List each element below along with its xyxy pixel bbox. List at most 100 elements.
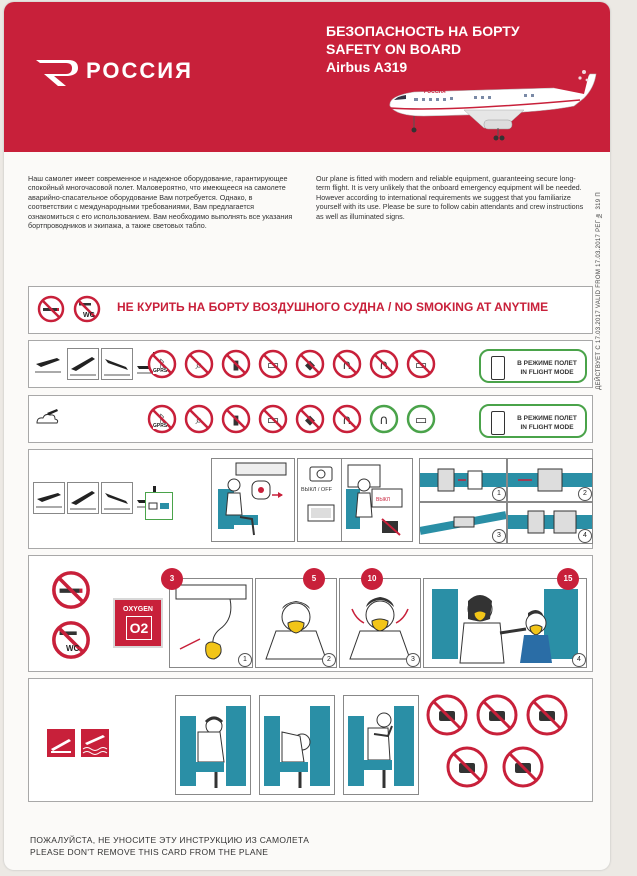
validity-note: ДЕЙСТВУЕТ С 17.03.2017 VALID FROM 17.03.…: [596, 192, 602, 390]
no-razor-icon: [445, 745, 489, 789]
flight-mode-ru: В РЕЖИМЕ ПОЛЕТ: [517, 360, 577, 367]
flight-mode-ru: В РЕЖИМЕ ПОЛЕТ: [517, 415, 577, 422]
phase-cruise-icon: [33, 403, 63, 433]
flight-mode-badge-cruise: В РЕЖИМЕ ПОЛЕТ IN FLIGHT MODE: [479, 404, 587, 438]
timer-badge: 15: [557, 568, 579, 590]
no-rc-toy-icon: ◆: [295, 349, 325, 379]
seatbelt-step-2: 2: [507, 458, 593, 502]
footer-en: PLEASE DON'T REMOVE THIS CARD FROM THE P…: [30, 847, 269, 857]
brace-position-1: [175, 695, 251, 795]
electronics-off-box: ВЫКЛ / OFF: [297, 458, 345, 542]
oxygen-label: OXYGEN: [123, 606, 153, 613]
no-smoking-icon: [37, 295, 65, 323]
allowed-laptop-icon: ▭: [406, 404, 436, 434]
no-smoking-icon: [52, 571, 90, 609]
no-bluetooth-gprs-icon: ᛒ GPRS: [147, 404, 177, 434]
seated-passenger-window: [211, 458, 295, 542]
seated-passenger-bag: ВЫКЛ: [341, 458, 413, 542]
brace-panel: [28, 678, 593, 802]
timer-badge: 3: [161, 568, 183, 590]
no-radio-icon: ▭: [258, 349, 288, 379]
step-number: 4: [578, 529, 592, 543]
no-radio-icon: ▭: [258, 404, 288, 434]
step-number: 4: [572, 653, 586, 667]
seatbelt-step-4: 4: [507, 502, 593, 544]
brace-position-2: [259, 695, 335, 795]
seatbelt-sign-icon: [145, 492, 173, 520]
flight-mode-en: IN FLIGHT MODE: [520, 424, 574, 431]
no-handbag-icon: [475, 693, 519, 737]
phase-taxi-icon: [33, 482, 65, 514]
no-smoking-wc-icon: [73, 295, 101, 323]
oxygen-step-1: 1: [169, 578, 253, 668]
phase-landing-icon: [101, 348, 133, 380]
step-number: 2: [322, 653, 336, 667]
o2-symbol: O2: [126, 616, 152, 640]
title-ru: БЕЗОПАСНОСТЬ НА БОРТУ: [326, 23, 520, 39]
oxygen-step-2: 2: [255, 578, 337, 668]
step-number: 3: [492, 529, 506, 543]
svg-text:∩: ∩: [379, 413, 389, 428]
no-headphones-icon: ∩: [332, 404, 362, 434]
no-high-heels-icon: [425, 693, 469, 737]
no-headphones-2-icon: ∩: [369, 349, 399, 379]
phase-takeoff-icon: [67, 348, 99, 380]
step-number: 1: [492, 487, 506, 501]
step-number: 1: [238, 653, 252, 667]
phase-landing-icon: [101, 482, 133, 514]
footer-ru: ПОЖАЛУЙСТА, НЕ УНОСИТЕ ЭТУ ИНСТРУКЦИЮ ИЗ…: [30, 835, 310, 845]
flight-mode-en: IN FLIGHT MODE: [520, 369, 574, 376]
svg-text:ВЫКЛ: ВЫКЛ: [376, 497, 390, 503]
no-walkie-talkie-icon: ▮: [221, 349, 251, 379]
intro-text-en: Our plane is fitted with modern and reli…: [316, 174, 584, 221]
phase-takeoff-icon: [67, 482, 99, 514]
logo-text: РОССИЯ: [86, 58, 193, 83]
intro-text-ru: Наш самолет имеет современное и надежное…: [28, 174, 293, 231]
gprs-label: GPRS: [153, 368, 168, 374]
wc-label: WC: [83, 312, 95, 319]
electronics-off-label: ВЫКЛ / OFF: [301, 487, 332, 493]
no-bluetooth-gprs-icon: ᛒ GPRS: [147, 349, 177, 379]
step-number: 3: [406, 653, 420, 667]
safety-card: РОССИЯ БЕЗОПАСНОСТЬ НА БОРТУ SAFETY ON B…: [4, 2, 610, 870]
no-smoking-panel: WC НЕ КУРИТЬ НА БОРТУ ВОЗДУШНОГО СУДНА /…: [28, 286, 593, 334]
title-en: SAFETY ON BOARD: [326, 41, 462, 57]
livery-text: РОССИЯ: [424, 89, 446, 95]
no-headphones-icon: ∩: [332, 349, 362, 379]
no-glasses-icon: [501, 745, 545, 789]
oxygen-panel: WC OXYGEN O2 1 2: [28, 555, 593, 672]
no-rc-toy-icon: ◆: [295, 404, 325, 434]
water-landing-icon: [81, 729, 109, 757]
seatbelt-panel: ВЫКЛ / OFF ВЫКЛ 1 2 3: [28, 449, 593, 549]
emergency-landing-icon: [47, 729, 75, 757]
no-headphones-search-icon: ⌕: [184, 349, 214, 379]
no-walkie-talkie-icon: ▮: [221, 404, 251, 434]
footer-note: ПОЖАЛУЙСТА, НЕ УНОСИТЕ ЭТУ ИНСТРУКЦИЮ ИЗ…: [30, 834, 309, 858]
no-smoking-wc-icon: [52, 621, 90, 659]
gprs-label: GPRS: [153, 423, 168, 429]
no-smoking-text: НЕ КУРИТЬ НА БОРТУ ВОЗДУШНОГО СУДНА / NO…: [117, 300, 549, 314]
timer-badge: 5: [303, 568, 325, 590]
no-headphones-search-icon: ⌕: [184, 404, 214, 434]
allowed-headphones-2-icon: ∩: [369, 404, 399, 434]
phone-icon: [491, 411, 505, 435]
rossiya-r-icon: [36, 60, 78, 86]
wc-label: WC: [66, 644, 80, 653]
oxygen-step-3: 3: [339, 578, 421, 668]
seatbelt-step-1: 1: [419, 458, 507, 502]
airbus-a319-illustration: РОССИЯ: [389, 62, 597, 141]
aircraft-model: Airbus A319: [326, 59, 408, 75]
no-laptop-icon: ▭: [406, 349, 436, 379]
card-title: БЕЗОПАСНОСТЬ НА БОРТУ SAFETY ON BOARD Ai…: [326, 22, 520, 76]
oxygen-sign: OXYGEN O2: [113, 598, 163, 648]
phone-icon: [491, 356, 505, 380]
oxygen-step-4: 4: [423, 578, 587, 668]
brace-position-3: [343, 695, 419, 795]
svg-text:▭: ▭: [415, 413, 427, 428]
step-number: 2: [578, 487, 592, 501]
header-banner: РОССИЯ БЕЗОПАСНОСТЬ НА БОРТУ SAFETY ON B…: [4, 2, 610, 152]
no-sharp-objects-icon: [525, 693, 569, 737]
phase-taxi-icon: [33, 348, 63, 378]
